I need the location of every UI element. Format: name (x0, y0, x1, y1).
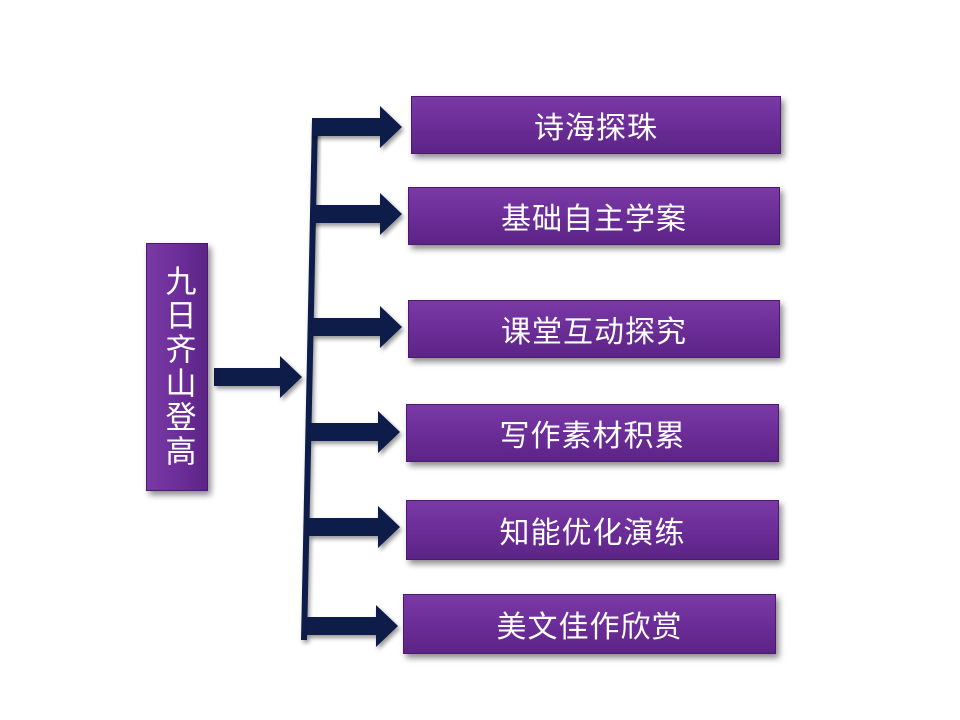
branch-node-poetry[interactable]: 诗海探珠 (411, 96, 781, 154)
root-node[interactable]: 九日齐山登高 (146, 243, 208, 491)
branch-node-basics[interactable]: 基础自主学案 (408, 187, 780, 245)
branch-arrow-2 (312, 193, 402, 235)
branch-label: 课堂互动探究 (501, 315, 687, 350)
branch-label: 知能优化演练 (499, 516, 686, 551)
branch-arrow-1 (312, 106, 402, 148)
branch-arrow-4 (310, 411, 400, 453)
branch-node-practice[interactable]: 知能优化演练 (406, 500, 779, 560)
branch-arrow-3 (312, 306, 402, 348)
branch-label: 写作素材积累 (499, 419, 686, 454)
root-label: 九日齐山登高 (159, 265, 196, 469)
branch-node-writing[interactable]: 写作素材积累 (406, 404, 779, 462)
branch-label: 诗海探珠 (534, 111, 658, 146)
branch-node-essays[interactable]: 美文佳作欣赏 (403, 594, 776, 654)
branch-label: 基础自主学案 (501, 202, 687, 237)
branch-arrow-5 (308, 506, 400, 548)
root-arrow (214, 356, 302, 398)
branch-label: 美文佳作欣赏 (496, 610, 683, 645)
branch-arrow-6 (306, 605, 398, 647)
trunk-line (301, 120, 318, 640)
branch-node-classroom[interactable]: 课堂互动探究 (408, 300, 780, 358)
